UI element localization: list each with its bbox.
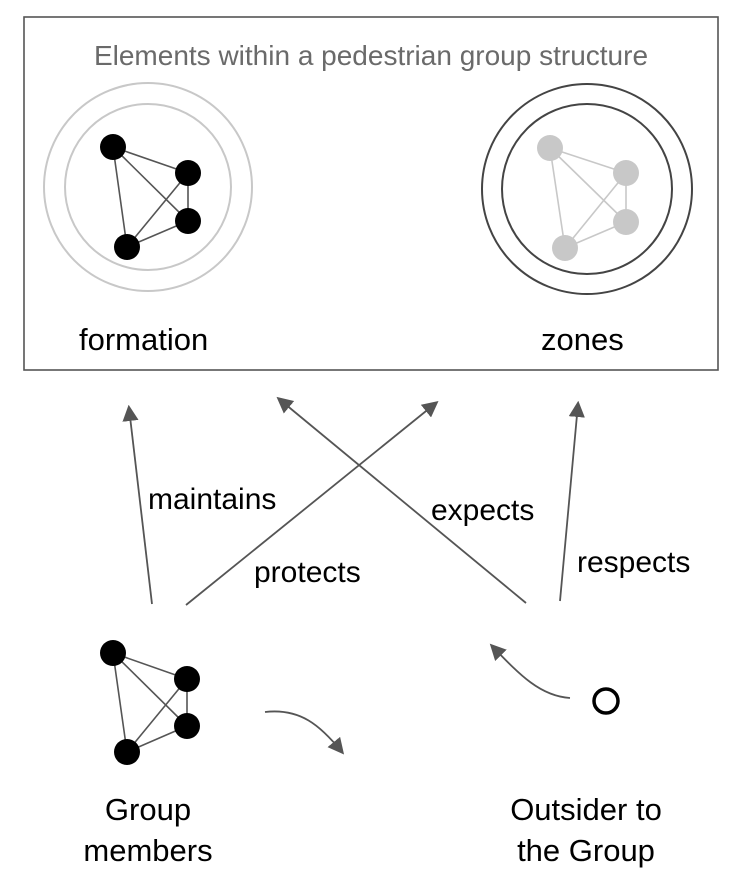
outsider-label-line2: the Group xyxy=(517,833,655,868)
zone-node xyxy=(552,235,578,261)
diagram-title: Elements within a pedestrian group struc… xyxy=(93,40,649,71)
formation-label: formation xyxy=(79,322,209,357)
group-members-label: Group members xyxy=(58,789,238,871)
member-node xyxy=(174,713,200,739)
member-node xyxy=(175,160,201,186)
outsider-motion-arrow xyxy=(489,643,571,699)
structure-frame xyxy=(23,16,719,371)
zone-node xyxy=(537,135,563,161)
maintains-arrow xyxy=(122,404,153,605)
formation-icon xyxy=(43,82,253,292)
zone-node xyxy=(613,160,639,186)
outsider-label-line1: Outsider to xyxy=(510,792,662,827)
expects-label: expects xyxy=(431,494,535,527)
member-node xyxy=(100,134,126,160)
zones-icon xyxy=(481,83,693,295)
outsider-label: Outsider to the Group xyxy=(486,789,686,871)
member-node xyxy=(114,234,140,260)
respects-arrow xyxy=(559,400,585,602)
member-node xyxy=(175,208,201,234)
zones-label: zones xyxy=(541,322,624,357)
protects-label: protects xyxy=(254,556,361,589)
maintains-label: maintains xyxy=(148,483,277,516)
group-members-label-line1: Group xyxy=(104,792,192,827)
expects-arrow xyxy=(276,396,527,604)
respects-label: respects xyxy=(577,546,691,579)
member-node xyxy=(174,666,200,692)
outsider-node xyxy=(592,687,620,715)
member-node xyxy=(114,739,140,765)
group-members-icon xyxy=(100,640,200,765)
member-node xyxy=(100,640,126,666)
zone-node xyxy=(613,209,639,235)
group-motion-arrow xyxy=(264,710,345,755)
protects-arrow xyxy=(185,400,439,606)
group-members-label-line2: members xyxy=(83,833,213,868)
